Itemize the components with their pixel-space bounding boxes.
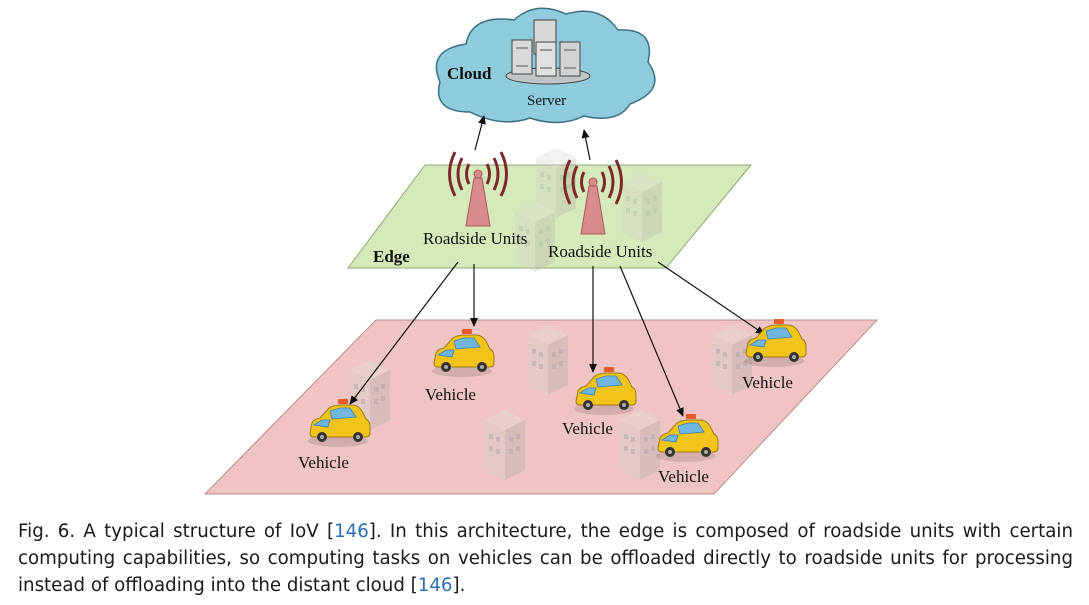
vehicle-label-4: Vehicle <box>658 467 709 486</box>
edge-label: Edge <box>373 247 410 266</box>
roadside-units-label-1: Roadside Units <box>423 229 527 248</box>
cloud-label: Cloud <box>447 64 492 83</box>
vehicle-label-5: Vehicle <box>742 373 793 392</box>
server-label: Server <box>527 93 566 109</box>
uplink-arrow <box>581 129 591 161</box>
caption-prefix: Fig. 6. A typical structure of IoV [ <box>18 521 335 542</box>
vehicle-label-2: Vehicle <box>425 385 476 404</box>
caption-body: ]. In this architecture, the edge is com… <box>18 521 1073 596</box>
roadside-units-label-2: Roadside Units <box>548 242 652 261</box>
uplink-arrow <box>474 115 486 151</box>
iov-architecture-diagram: Cloud Server Roadside Units Roadside Uni… <box>203 7 879 495</box>
server-icon <box>505 19 591 85</box>
citation-link[interactable]: 146 <box>417 575 453 596</box>
downlink-arrow <box>349 261 459 405</box>
downlink-arrow <box>619 265 684 417</box>
vehicle-label-1: Vehicle <box>298 453 349 472</box>
vehicle-label-3: Vehicle <box>562 419 613 438</box>
downlink-arrow <box>657 261 765 335</box>
figure-caption: Fig. 6. A typical structure of IoV [146]… <box>18 518 1073 599</box>
caption-suffix: ]. <box>452 575 466 596</box>
citation-link[interactable]: 146 <box>334 521 369 542</box>
